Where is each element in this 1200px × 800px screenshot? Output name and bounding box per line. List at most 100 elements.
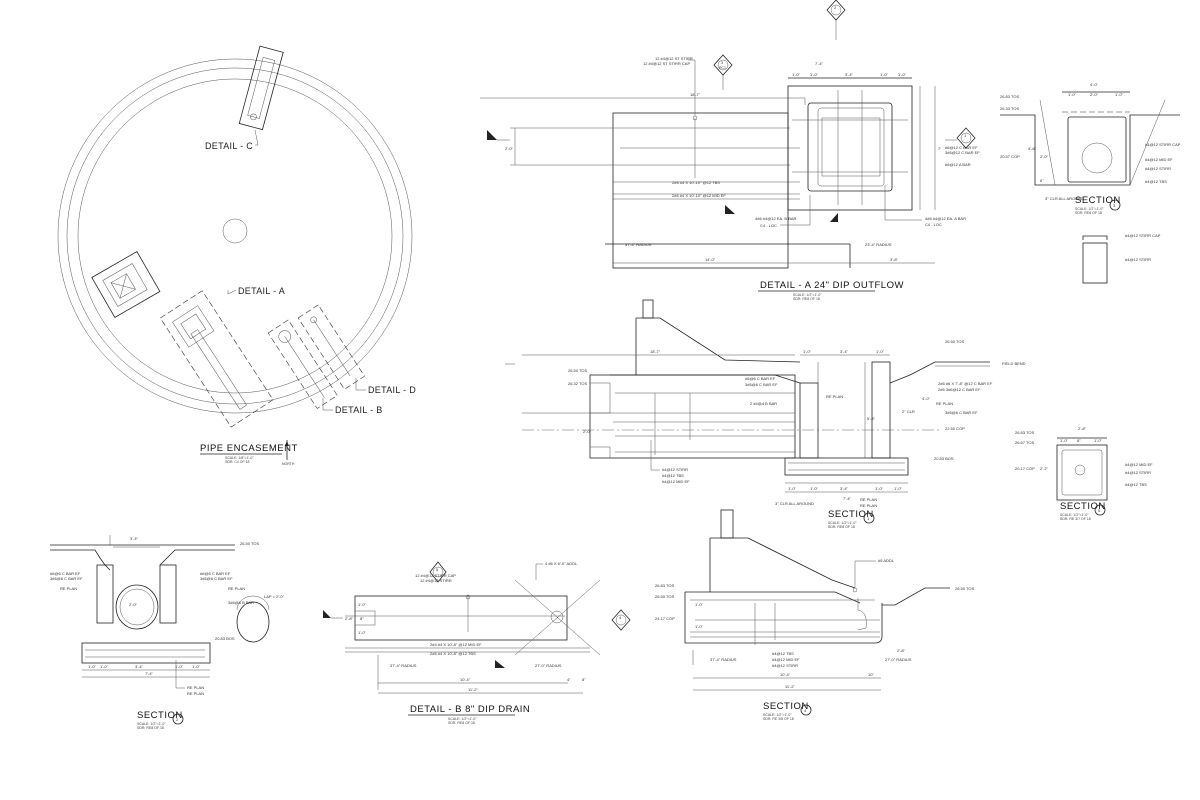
detail-b-label: DETAIL - B (335, 405, 383, 415)
north-arrow-icon (285, 440, 289, 460)
drawing-label: SCALE: 1/2"=1'-0" (1075, 207, 1104, 211)
drawing-label: #4@12 TBS (772, 651, 794, 656)
drawing-label: #4@12 STIRR (1125, 257, 1151, 262)
dim: 18'-7" (690, 92, 701, 97)
drawing-label: 3'-4" (840, 486, 849, 491)
dim: 7' (938, 146, 941, 151)
drawing-label: 3#6@6 C BAR EF (945, 410, 978, 415)
detail-a-outline (159, 290, 274, 428)
detail-d-outline (297, 304, 365, 390)
section-marker-3: 3 RC1 (713, 54, 733, 90)
drawing-label: SCALE: 1/2"=1'-0" (828, 521, 857, 525)
drawing-label: 26.83 TOS (1000, 94, 1020, 99)
drawing-label: 2'-8" (1078, 426, 1087, 431)
drawing-label: 1'-0" (803, 349, 812, 354)
drawing-label: 37'-4" RADIUS (390, 663, 417, 668)
drawing-label: 26.50 TOS (240, 541, 260, 546)
drawing-label: 26.83 TOS (1015, 430, 1035, 435)
dim: 7'-4" (815, 61, 824, 66)
drawing-label: #5 ADDL (878, 558, 895, 563)
drawing-label: SECTION (137, 710, 183, 721)
detail-d-label: DETAIL - D (368, 385, 416, 395)
drawing-label: 1'-0" (1060, 438, 1069, 443)
drawing-label: SECTION (763, 701, 809, 712)
drawing-label: 1'-0" (695, 602, 704, 607)
drawing-label: 2'-0" (583, 429, 592, 434)
radius-label: 37'-4" RADIUS (625, 242, 652, 247)
plan-title: PIPE ENCASEMENT (200, 443, 298, 454)
drawing-label: SCALE: 1/2"=1'-0" (137, 722, 166, 726)
note: 12 #4@12 ST STIRR (655, 56, 693, 61)
drawing-label: #4@12 MID EF (1125, 462, 1153, 467)
note: #6@12 A BAR (945, 162, 971, 167)
drawing-label: SCALE: 1/2"=1'-0" (763, 713, 792, 717)
drawing-label: #4@12 MID EF (1145, 157, 1173, 162)
drawing-label: 4 #6 X 6'-0" ADDL (545, 561, 578, 566)
drawing-label: 1'-0" (1094, 438, 1103, 443)
detail-b-outline (267, 319, 338, 409)
drawing-label: 27'-0" RADIUS (885, 657, 912, 662)
dim: 1'-0" (810, 72, 819, 77)
drawing-label: 26.67 TOS (1015, 440, 1035, 445)
drawing-label: 7'-4" (145, 671, 154, 676)
drawing-label: 26.33 TOS (1000, 106, 1020, 111)
note: 12 #4@12 ST STIRR CAP (643, 61, 690, 66)
drawing-label: 2 #4@4 B BAR (750, 401, 777, 406)
section-marker-2: 2 (826, 0, 846, 40)
detail-c-label: DETAIL - C (205, 141, 253, 151)
drawing-label: 4" (567, 677, 571, 682)
drawing-label: RE PLAN (860, 503, 877, 508)
note: C4 - LOC (925, 222, 942, 227)
valve-vault-outline (91, 251, 161, 318)
section-marker-4: 4 (611, 609, 631, 631)
drawing-label: 37'-4" RADIUS (710, 657, 737, 662)
drawing-label: #4@12 TBS (1125, 482, 1147, 487)
drawing-label: 20.17 COP (1015, 466, 1035, 471)
dim: 2'-0" (505, 146, 514, 151)
drawing-label: 11'-2" (468, 687, 478, 692)
drawing-label: 3'-4" (840, 349, 849, 354)
north-label: NORTH (282, 462, 295, 466)
dim: 1'-0" (898, 72, 907, 77)
drawing-label: 1'-0" (788, 486, 797, 491)
dim: 1'-0" (880, 72, 889, 77)
drawing-label: 1'-0" (175, 664, 184, 669)
pipe-encasement-plan: DETAIL - C DETAIL - A DETAIL - D DETAIL … (57, 45, 416, 466)
drawing-label: 3 (721, 60, 724, 65)
section-cut-arrow (830, 213, 838, 222)
drawing-label: 2'-8" (897, 648, 906, 653)
section-cut-arrow (495, 660, 505, 668)
drawing-label: 2 (834, 5, 837, 10)
drawing-label: 3#6@6 B BAR (228, 600, 254, 605)
drawing-label: SDR: RE 3/8 OF 18 (763, 717, 794, 721)
section-cut-arrow (725, 205, 735, 214)
drawing-label: RE PLAN (860, 497, 877, 502)
drawing-label: 1 (867, 516, 870, 521)
drawing-label: 1'-0" (1068, 92, 1077, 97)
dim: 3'-8" (890, 257, 899, 262)
drawing-label: SDR: RE8 OF 18 (793, 297, 820, 301)
drawing-label: 3'-4" (135, 664, 144, 669)
drawing-label: DETAIL - B 8" DIP DRAIN (410, 704, 530, 715)
drawing-label: RE PLAN (936, 401, 953, 406)
drawing-label: 2 (176, 717, 179, 722)
drawing-label: 8" (582, 677, 586, 682)
drawing-label: #4@12 TBS (1145, 179, 1167, 184)
section-marker-5: 5 (429, 561, 447, 583)
drawing-label: 2'-0" (129, 602, 138, 607)
drawing-label: 22.50 COP (945, 426, 965, 431)
drawing-label: 10'-4" (460, 677, 471, 682)
drawing-label: 1'-0" (192, 664, 201, 669)
drawing-label: 24.17 COP (655, 616, 675, 621)
outer-wall-circle-inner (66, 67, 404, 405)
drawing-label: #6@6 C BAR EF (200, 571, 231, 576)
drawing-label: 20.83 BOS (934, 456, 954, 461)
drawing-label: LAP = 2'-0" (264, 594, 285, 599)
drawing-label: #4@12 STIRR CAP (1125, 233, 1161, 238)
drawing-label: #4@12 MID EF (772, 657, 800, 662)
drawing-label: 20.83 BOS (215, 636, 235, 641)
drawing-label: 26.50 TOS (655, 594, 675, 599)
drawing-label: 26.50 TOS (945, 339, 965, 344)
plan-scale: SCALE: 1/8"=1'-0" (225, 456, 254, 460)
dim: 14'-0" (705, 257, 716, 262)
